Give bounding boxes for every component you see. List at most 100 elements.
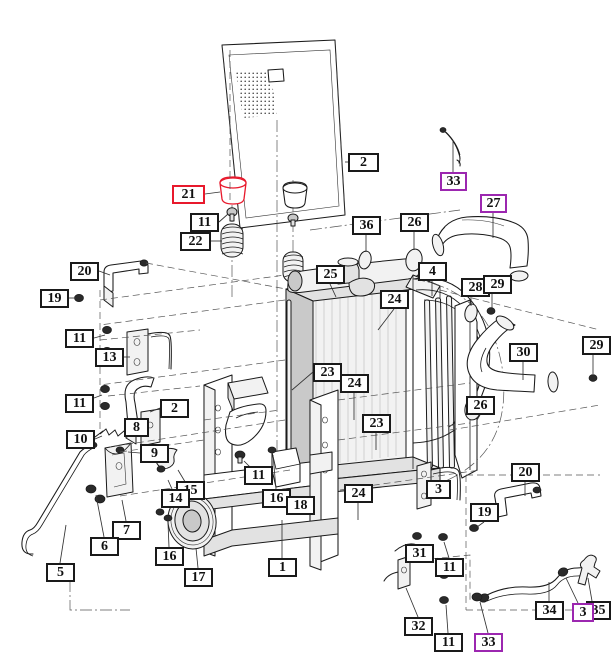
part-19-bolt-right [469, 524, 479, 532]
callout-number: 29 [589, 337, 604, 353]
callout-8[interactable]: 8 [124, 418, 149, 437]
part-11-bolt-d [234, 450, 246, 464]
callout-number: 23 [320, 364, 335, 380]
callout-number: 33 [446, 173, 461, 189]
callout-31[interactable]: 31 [405, 544, 434, 563]
callout-number: 14 [168, 490, 183, 506]
callout-11[interactable]: 11 [190, 213, 219, 232]
part-29-bolt-b [588, 374, 598, 382]
callout-11[interactable]: 11 [244, 466, 273, 485]
callout-23[interactable]: 23 [362, 414, 391, 433]
callout-3[interactable]: 3 [572, 603, 594, 622]
callout-6[interactable]: 6 [90, 537, 119, 556]
callout-number: 20 [77, 263, 92, 279]
callout-24[interactable]: 24 [340, 374, 369, 393]
callout-number: 11 [442, 559, 457, 575]
callout-9[interactable]: 9 [140, 444, 169, 463]
callout-number: 17 [191, 569, 206, 585]
callout-3[interactable]: 3 [426, 480, 451, 499]
callout-number: 34 [542, 602, 557, 618]
part-33-small-hose-top [439, 127, 461, 167]
part-11-bolts-left-c [100, 385, 110, 410]
callout-number: 24 [387, 291, 402, 307]
part-19-bolt-left [74, 259, 149, 302]
callout-number: 11 [72, 395, 87, 411]
callout-11[interactable]: 11 [65, 394, 94, 413]
callout-36[interactable]: 36 [352, 216, 381, 235]
callout-27[interactable]: 27 [480, 194, 507, 213]
callout-29[interactable]: 29 [483, 275, 512, 294]
callout-33[interactable]: 33 [440, 172, 467, 191]
callout-number: 11 [441, 634, 456, 650]
callout-26[interactable]: 26 [466, 396, 495, 415]
callout-number: 6 [101, 538, 108, 554]
callout-number: 23 [369, 415, 384, 431]
callout-4[interactable]: 4 [418, 262, 447, 281]
callout-number: 31 [412, 545, 427, 561]
part-9-bolt [115, 446, 125, 454]
callout-2[interactable]: 2 [160, 399, 189, 418]
callout-number: 2 [360, 154, 367, 170]
part-33-bottom-fitting [471, 592, 483, 602]
callout-2[interactable]: 2 [348, 153, 379, 172]
callout-number: 16 [269, 490, 284, 506]
part-27-upper-hose [431, 216, 529, 282]
callout-11[interactable]: 11 [434, 633, 463, 652]
callout-number: 22 [188, 233, 203, 249]
callout-number: 7 [123, 522, 130, 538]
callout-11[interactable]: 11 [65, 329, 94, 348]
callout-20[interactable]: 20 [511, 463, 540, 482]
callout-10[interactable]: 10 [66, 430, 95, 449]
callout-18[interactable]: 18 [286, 496, 315, 515]
callout-number: 19 [477, 504, 492, 520]
callout-number: 11 [72, 330, 87, 346]
callout-number: 19 [47, 290, 62, 306]
callout-11[interactable]: 11 [435, 558, 464, 577]
part-36-ring [358, 250, 372, 270]
callout-number: 9 [151, 445, 158, 461]
callout-22[interactable]: 22 [180, 232, 211, 251]
callout-number: 13 [102, 349, 117, 365]
callout-number: 26 [473, 397, 488, 413]
callout-32[interactable]: 32 [404, 617, 433, 636]
callout-5[interactable]: 5 [46, 563, 75, 582]
part-16-bolt-a [267, 446, 277, 454]
callout-33[interactable]: 33 [474, 633, 503, 652]
part-20-bracket-right [494, 482, 542, 518]
callout-number: 29 [490, 276, 505, 292]
callout-21[interactable]: 21 [172, 185, 205, 204]
callout-19[interactable]: 19 [40, 289, 69, 308]
part-18-box [271, 447, 301, 488]
callout-24[interactable]: 24 [380, 290, 409, 309]
callout-number: 5 [57, 564, 64, 580]
part-16-bolt-b [163, 514, 173, 522]
callout-34[interactable]: 34 [535, 601, 564, 620]
callout-1[interactable]: 1 [268, 558, 297, 577]
callout-25[interactable]: 25 [316, 265, 345, 284]
leader-lines [59, 140, 594, 634]
callout-26[interactable]: 26 [400, 213, 429, 232]
callout-number: 11 [251, 467, 266, 483]
callout-number: 24 [347, 375, 362, 391]
callout-19[interactable]: 19 [470, 503, 499, 522]
callout-29[interactable]: 29 [582, 336, 611, 355]
callout-number: 11 [197, 214, 212, 230]
callout-30[interactable]: 30 [509, 343, 538, 362]
part-34-long-hose [478, 563, 590, 603]
callout-14[interactable]: 14 [161, 489, 190, 508]
part-duplicate-cap-spring [282, 181, 308, 283]
callout-number: 32 [411, 618, 426, 634]
part-29-bolt-a [486, 307, 496, 315]
callout-number: 27 [486, 195, 501, 211]
callout-number: 20 [518, 464, 533, 480]
callout-number: 3 [579, 604, 587, 620]
callout-17[interactable]: 17 [184, 568, 213, 587]
callout-13[interactable]: 13 [95, 348, 124, 367]
callout-23[interactable]: 23 [313, 363, 342, 382]
callout-number: 36 [359, 217, 374, 233]
callout-24[interactable]: 24 [344, 484, 373, 503]
part-top-screen-panel [221, 39, 346, 229]
callout-16[interactable]: 16 [155, 547, 184, 566]
callout-20[interactable]: 20 [70, 262, 99, 281]
callout-number: 3 [435, 481, 442, 497]
